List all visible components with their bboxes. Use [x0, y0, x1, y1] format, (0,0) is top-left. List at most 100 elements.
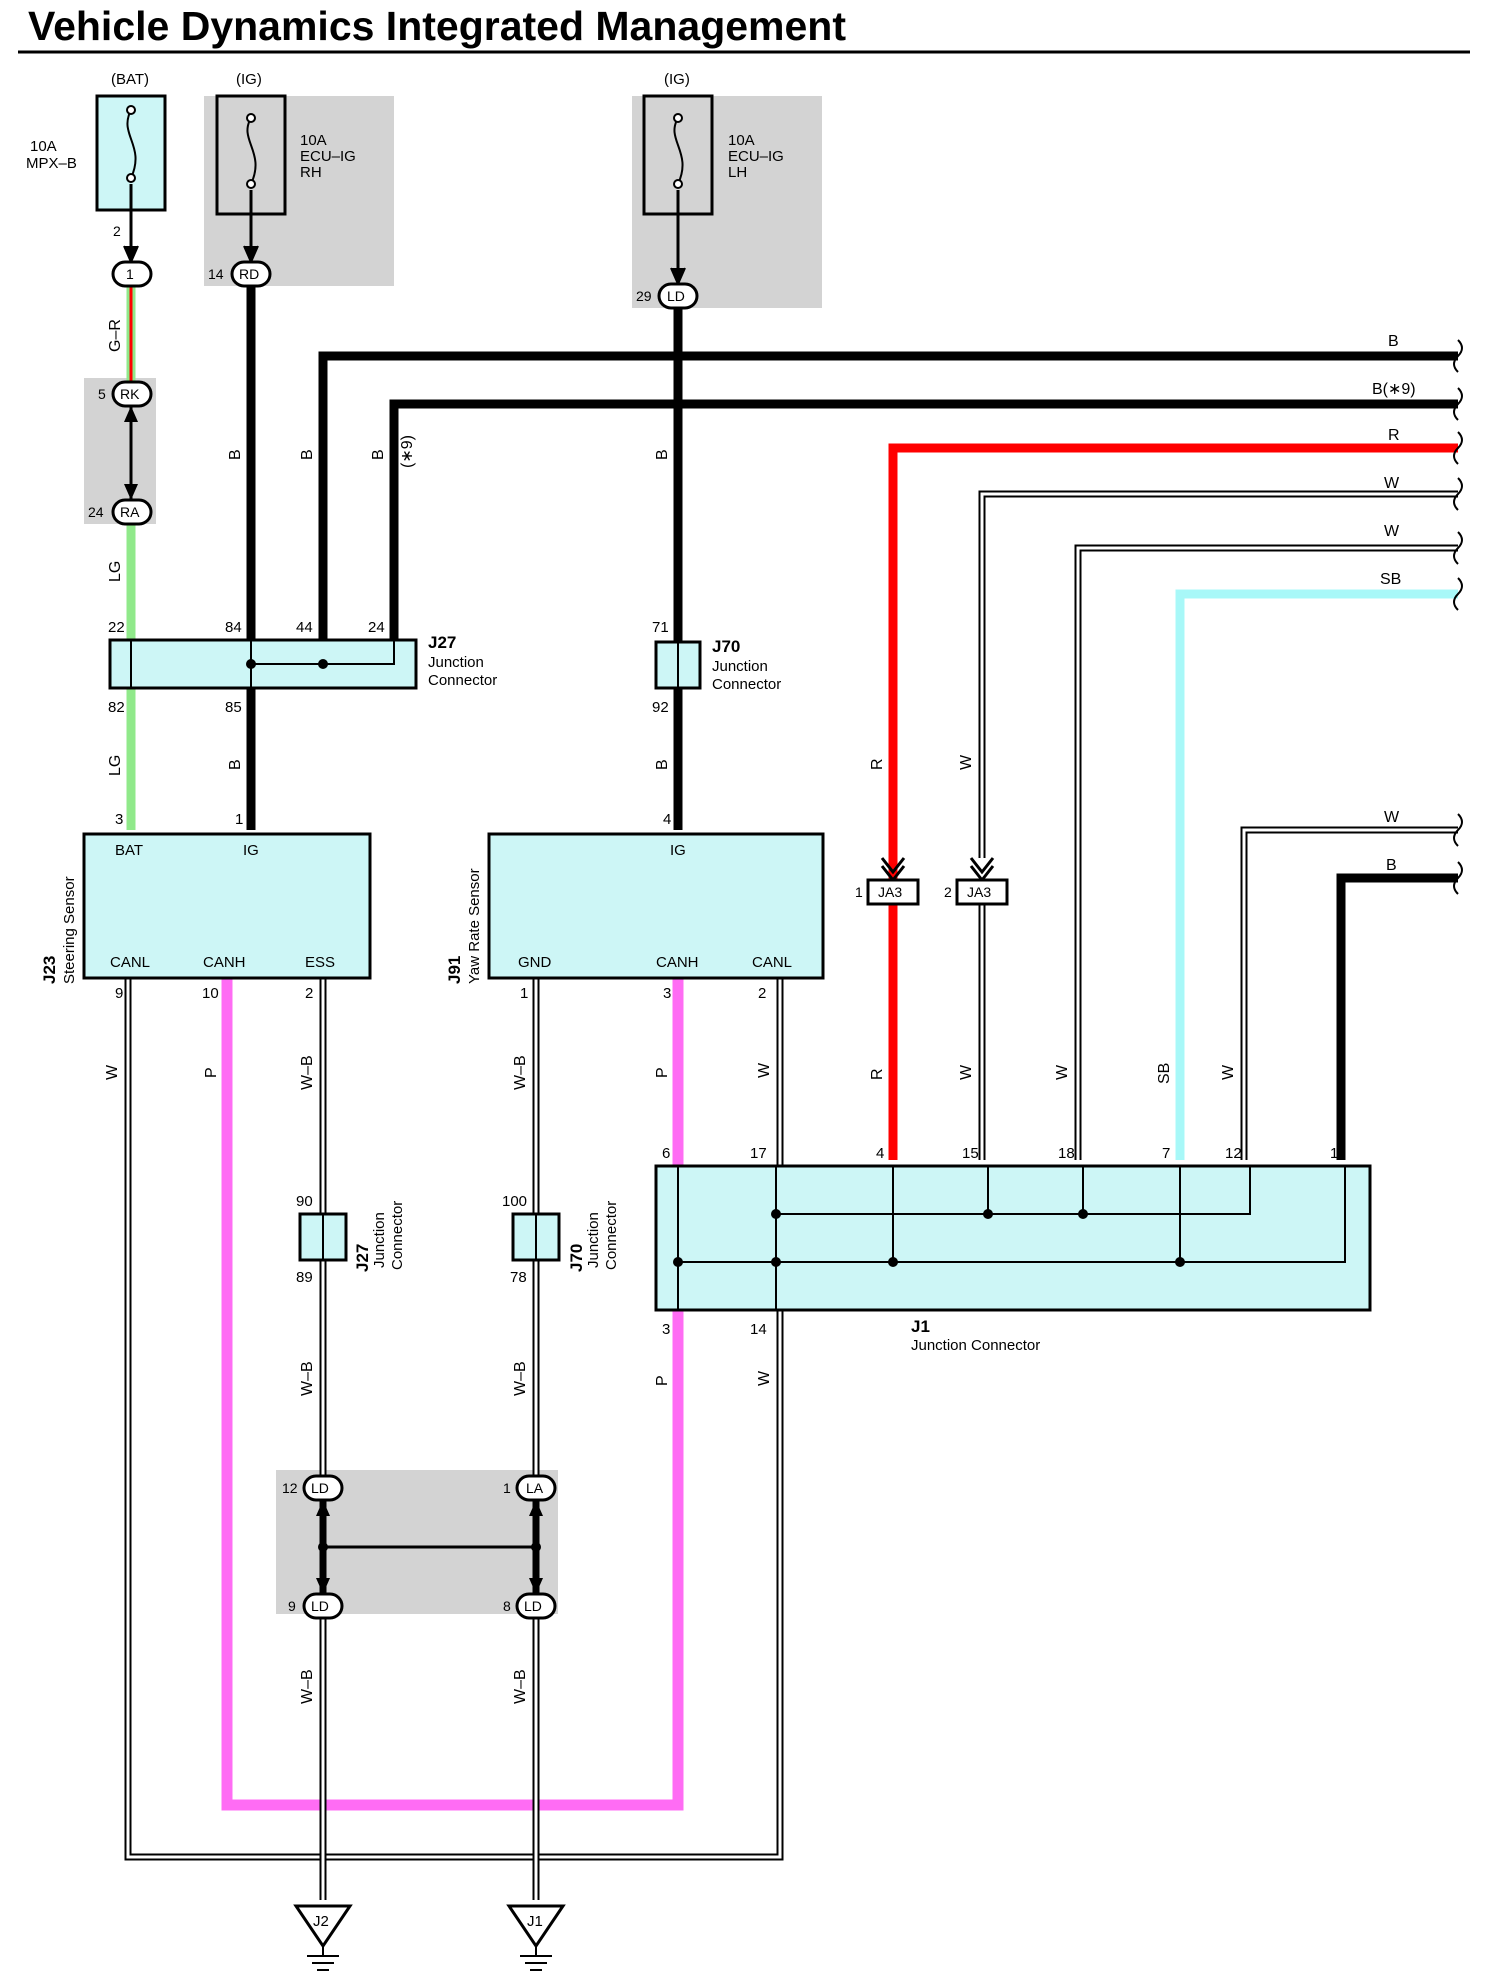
wire-label-star9: (∗9) — [399, 435, 416, 468]
component-name: Junction — [428, 654, 484, 671]
wire-w-b — [1074, 544, 1458, 1160]
pin-label: 15 — [962, 1145, 979, 1162]
connector-pin: 8 — [503, 1598, 511, 1614]
connector-pin: 12 — [282, 1480, 298, 1496]
connector-ld-8 — [515, 1592, 557, 1620]
right-wire-labels: B B(∗9) R W W SB W B — [1372, 333, 1416, 874]
wire-label-b: B — [227, 449, 244, 460]
fuse-name-2: RH — [300, 164, 322, 181]
pin-label: 24 — [368, 619, 385, 636]
wire-label-w-b: W–B — [512, 1669, 529, 1704]
connector-label: LD — [667, 288, 685, 304]
pin-label: 12 — [1225, 1145, 1242, 1162]
wire-b-j1 — [1336, 873, 1458, 1160]
component-id: J70 — [567, 1244, 586, 1272]
fuse-ecu-ig-lh: (IG) 10A ECU–IG LH — [642, 71, 784, 216]
pin-label: 2 — [305, 985, 313, 1002]
inline-connectors: 1 2 RD 14 LD 29 RK 5 RA 24 JA3 1 JA3 2 L… — [88, 223, 1009, 1620]
fuse-symbol-icon — [246, 117, 257, 185]
arrow-down-icon — [529, 1578, 543, 1594]
wire-label-b: B — [299, 449, 316, 460]
wire-label-w: W — [1384, 475, 1400, 492]
connector-pin: 14 — [208, 266, 224, 282]
connector-label: LD — [311, 1598, 329, 1614]
ground-label: J1 — [527, 1913, 543, 1930]
wire-label-w-b: W–B — [299, 1055, 316, 1090]
ground-icon — [293, 1904, 353, 1949]
component-name: Junction — [371, 1212, 388, 1268]
pin-label: 82 — [108, 699, 125, 716]
pin-label: 7 — [1162, 1145, 1170, 1162]
wire-label-b: B — [227, 759, 244, 770]
wire-label-b: B — [1386, 857, 1397, 874]
connector-1 — [111, 260, 153, 288]
pin-label: 6 — [662, 1145, 670, 1162]
component-id: J27 — [428, 633, 456, 652]
pin-label: 17 — [750, 1145, 767, 1162]
pin-label: 1 — [1330, 1145, 1338, 1162]
pin-label: 4 — [663, 811, 671, 828]
wire-label-b: B — [370, 449, 387, 460]
connector-ra — [111, 498, 153, 526]
wire-label-b: B — [654, 449, 671, 460]
connector-pin: 2 — [113, 223, 121, 239]
wire-label-lg: LG — [107, 561, 124, 582]
component-name: Yaw Rate Sensor — [466, 868, 483, 984]
wire-label-b: B — [1388, 333, 1399, 350]
arrow-down-icon — [123, 245, 139, 265]
terminal-label: ESS — [305, 954, 335, 971]
wire-label-p: P — [203, 1067, 220, 1078]
component-name: Junction Connector — [911, 1337, 1040, 1354]
wire-label-r: R — [869, 758, 886, 770]
terminal-label: GND — [518, 954, 552, 971]
fuse-name-2: LH — [728, 164, 747, 181]
wire-label-w: W — [958, 754, 975, 770]
connector-label: RD — [239, 266, 259, 282]
fuse-supply: (IG) — [236, 71, 262, 88]
component-name: Connector — [389, 1201, 406, 1270]
pin-label: 9 — [115, 985, 123, 1002]
pin-label: 85 — [225, 699, 242, 716]
pin-label: 100 — [502, 1193, 527, 1210]
pin-label: 92 — [652, 699, 669, 716]
connector-label: LD — [524, 1598, 542, 1614]
arrow-down-icon — [316, 1578, 330, 1594]
pin-label: 22 — [108, 619, 125, 636]
junction-connector-j70-lower: 100 78 J70 Junction Connector — [502, 1193, 620, 1286]
junction-connector-j27: 22 84 44 24 82 85 J27 Junction Connector — [108, 619, 497, 716]
wire-b-bus — [318, 351, 1458, 640]
connector-pin: 2 — [944, 884, 952, 900]
wire-label-b9: B(∗9) — [1372, 381, 1416, 398]
wire-label-w-b: W–B — [512, 1361, 529, 1396]
connector-pin: 9 — [288, 1598, 296, 1614]
fuse-name: ECU–IG — [728, 148, 784, 165]
ground-label: J2 — [313, 1913, 329, 1930]
component-name: Connector — [712, 676, 781, 693]
wire-label-w-b: W–B — [512, 1055, 529, 1090]
ground-j2: J2 — [293, 1904, 353, 1971]
connector-label: LD — [311, 1480, 329, 1496]
wire-label-lg: LG — [107, 755, 124, 776]
pin-label: 1 — [235, 811, 243, 828]
wires — [124, 184, 1458, 1900]
wire-b9-bus — [389, 399, 1458, 640]
pin-label: 44 — [296, 619, 313, 636]
pin-label: 90 — [296, 1193, 313, 1210]
pin-label: 78 — [510, 1269, 527, 1286]
wire-label-w: W — [104, 1064, 121, 1080]
connector-label: LA — [526, 1480, 544, 1496]
wire-continuation-marks — [1453, 339, 1463, 895]
steering-sensor: BAT IG CANL CANH ESS 3 1 9 10 2 J23 Stee… — [40, 811, 372, 1002]
pin-label: 1 — [520, 985, 528, 1002]
pin-label: 10 — [202, 985, 219, 1002]
junction-connector-j1: 6 17 4 15 18 7 12 1 3 14 J1 Junction Con… — [654, 1145, 1372, 1354]
yaw-rate-sensor: IG GND CANH CANL 4 1 3 2 J91 Yaw Rate Se… — [445, 811, 825, 1002]
fuse-symbol-icon — [673, 117, 684, 185]
connector-label: JA3 — [967, 884, 991, 900]
wire-label-w: W — [1054, 1064, 1071, 1080]
wire-label-w: W — [958, 1064, 975, 1080]
connector-label: RA — [120, 504, 140, 520]
fuse-supply: (BAT) — [111, 71, 149, 88]
fuse-box-shade-rh — [204, 96, 394, 286]
